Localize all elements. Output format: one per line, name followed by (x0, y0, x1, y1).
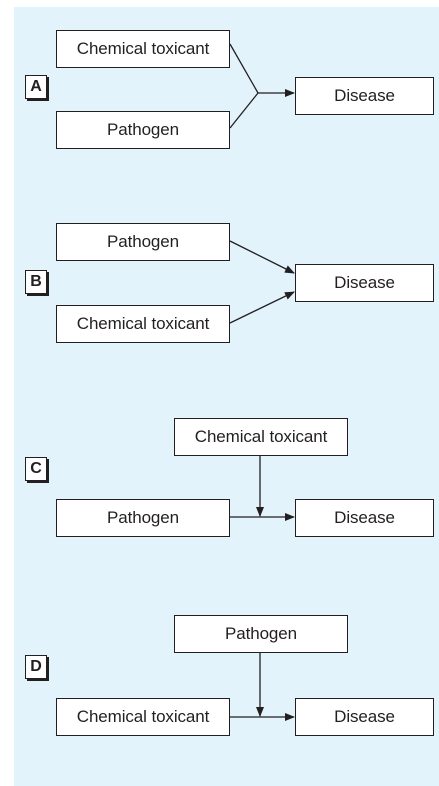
panel-c-chemical-toxicant-box: Chemical toxicant (174, 418, 348, 456)
panel-d-chemical-toxicant-box: Chemical toxicant (56, 698, 230, 736)
panel-d-label: D (25, 655, 47, 679)
panel-c-label: C (25, 457, 47, 481)
panel-b-disease-box: Disease (295, 264, 434, 302)
panel-d-pathogen-box: Pathogen (174, 615, 348, 653)
panel-b-label: B (25, 270, 47, 294)
panel-a-chemical-toxicant-box: Chemical toxicant (56, 30, 230, 68)
panel-a-pathogen-box: Pathogen (56, 111, 230, 149)
panel-d-disease-box: Disease (295, 698, 434, 736)
panel-a-label: A (25, 75, 47, 99)
panel-b-pathogen-box: Pathogen (56, 223, 230, 261)
panel-b-chemical-toxicant-box: Chemical toxicant (56, 305, 230, 343)
panel-c-pathogen-box: Pathogen (56, 499, 230, 537)
panel-c-disease-box: Disease (295, 499, 434, 537)
panel-a-disease-box: Disease (295, 77, 434, 115)
